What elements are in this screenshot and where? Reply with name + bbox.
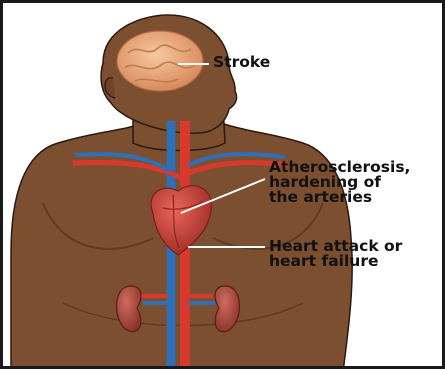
atherosclerosis-label: Atherosclerosis, hardening of the arteri… <box>269 160 410 205</box>
stroke-label: Stroke <box>213 55 270 70</box>
stroke-label-line: Stroke <box>213 55 270 70</box>
heart-attack-label: Heart attack or heart failure <box>269 239 402 269</box>
heart-attack-label-line-2: heart failure <box>269 254 402 269</box>
atherosclerosis-label-line-3: the arteries <box>269 190 410 205</box>
